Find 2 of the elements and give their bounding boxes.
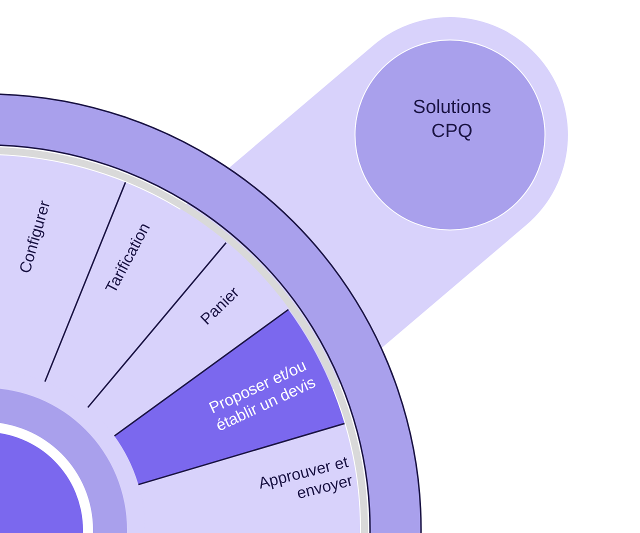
category-title: Solutions CPQ — [412, 96, 492, 144]
stage-label: Approuver et envoyer — [256, 453, 355, 505]
